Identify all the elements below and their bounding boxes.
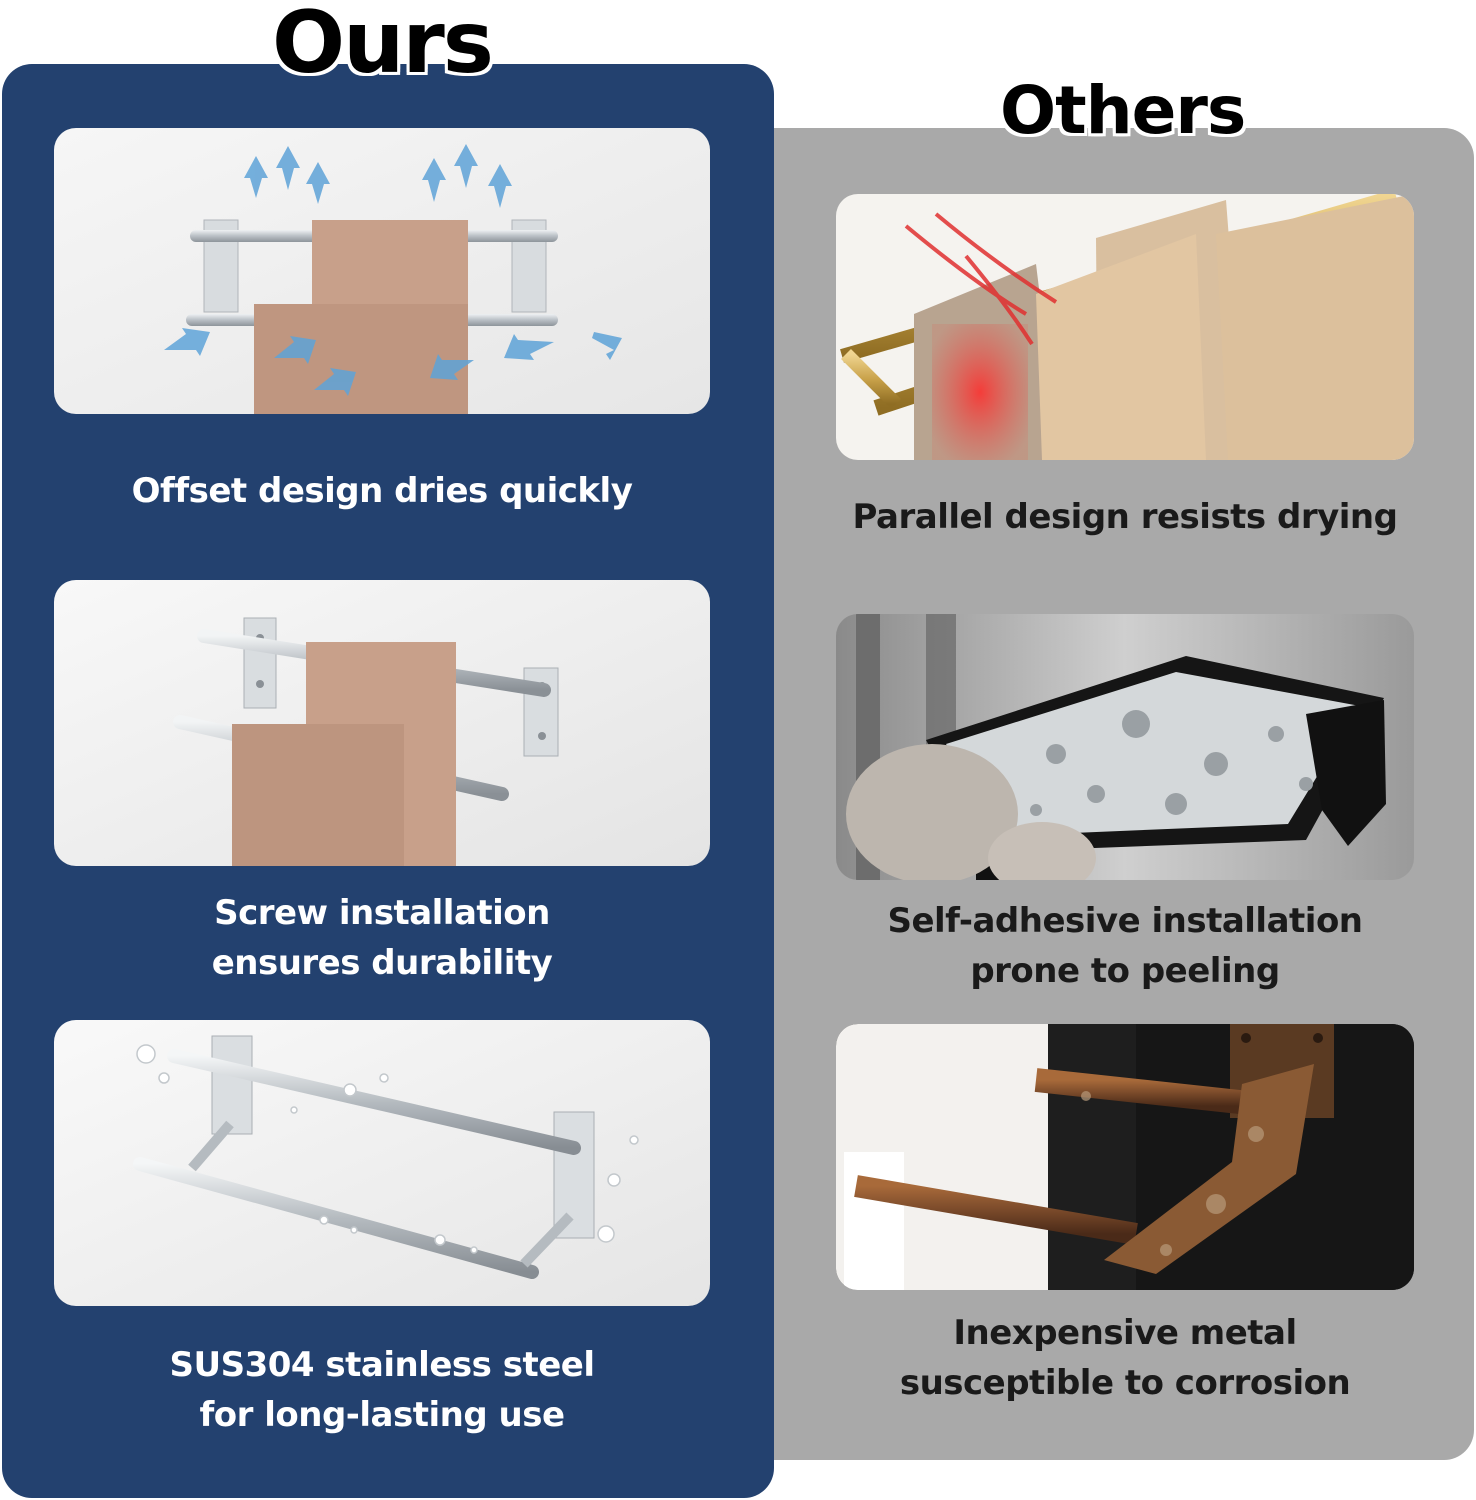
others-caption-3: Inexpensive metal susceptible to corrosi… — [899, 1313, 1351, 1403]
offset-rack-image — [54, 128, 710, 414]
stainless-rack-image — [54, 1020, 710, 1306]
ours-caption-2: Screw installation ensures durability — [211, 893, 553, 983]
parallel-rack-image — [836, 194, 1414, 460]
ours-heading: Ours — [272, 0, 494, 93]
others-caption-1: Parallel design resists drying — [852, 497, 1398, 537]
others-heading: Others — [1000, 72, 1246, 149]
ours-caption-3: SUS304 stainless steel for long-lasting … — [169, 1345, 595, 1435]
adhesive-shelf-image — [836, 614, 1414, 880]
rusty-rack-image — [836, 1024, 1414, 1290]
screw-rack-image — [54, 580, 710, 866]
others-caption-2: Self-adhesive installation prone to peel… — [887, 901, 1363, 991]
ours-caption-1: Offset design dries quickly — [131, 471, 633, 511]
